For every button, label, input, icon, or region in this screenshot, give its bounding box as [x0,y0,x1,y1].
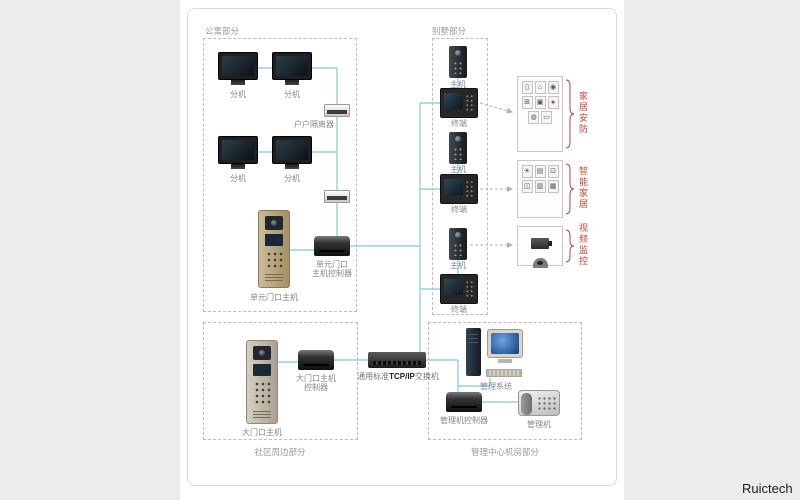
unit-door-station [258,210,290,288]
gas-detector-icon: ▣ [534,96,546,109]
door-station-keypad [265,250,283,270]
indoor-monitor-3 [218,136,258,169]
unit-door-controller [314,236,350,256]
window-sensor-icon: ▭ [541,111,552,124]
indoor-monitor-2-label: 分机 [284,90,300,99]
curtain-control-icon: ▥ [534,180,546,193]
indoor-monitor-3-label: 分机 [230,174,246,183]
red-braces [565,79,575,263]
management-section-label: 管理中心机房部分 [470,447,539,457]
video-surveillance-label: 视频监控 [578,223,588,267]
speaker-grille-icon [265,274,283,281]
wall-switch-icon: ▤ [534,165,546,178]
door-station-screen [253,364,271,376]
diagram-frame [187,8,617,486]
villa-terminal-2-label: 终端 [451,205,467,214]
indoor-monitor-2 [272,52,312,85]
pir-detector-icon: ◉ [547,81,559,94]
power-socket-icon: ⊡ [547,165,559,178]
community-section-label: 社区周边部分 [254,447,306,457]
smart-home-box: ☀ ▤ ⊡ ◫ ▥ ▦ [517,160,563,218]
unit-door-controller-label-2: 主机控制器 [312,269,352,278]
villa-host-2-label: 主机 [450,165,466,174]
villa-terminal-3 [440,274,478,304]
indoor-monitor-1-label: 分机 [230,90,246,99]
villa-section-label: 别墅部分 [432,26,467,36]
floor-isolator-1 [324,104,350,117]
villa-terminal-2 [440,174,478,204]
tcpip-switch [368,352,426,368]
management-computer-label: 管理系统 [480,382,512,391]
management-computer [466,326,526,378]
management-phone [518,390,560,416]
gate-door-controller-label-2: 控制器 [304,383,328,392]
gate-door-station [246,340,278,424]
camera-lens-icon [253,346,271,360]
accessory-arrows [470,102,513,248]
management-section-box [428,322,582,440]
unit-door-controller-label-1: 单元门口 [316,260,348,269]
management-phone-label: 管理机 [527,420,551,429]
home-security-box: ▯ ⌂ ◉ ⊞ ▣ ● ◍ ▭ [517,76,563,152]
switch-label-suffix: 交换机 [414,372,439,381]
dome-camera-icon [532,258,548,268]
apartment-section-label: 公寓部分 [205,26,240,36]
villa-host-3 [449,228,467,260]
gate-door-station-label: 大门口主机 [242,428,282,437]
door-station-keypad [253,380,271,406]
scene-panel-icon: ▦ [547,180,559,193]
villa-terminal-1 [440,88,478,118]
gate-door-controller [298,350,334,370]
villa-terminal-3-label: 终端 [451,305,467,314]
keypad-icon: ⊞ [521,96,533,109]
alarm-host-icon: ⌂ [534,81,546,94]
video-surveillance-box [517,226,563,268]
indoor-monitor-4 [272,136,312,169]
villa-host-1-label: 主机 [450,80,466,89]
emergency-button-icon: ● [547,96,559,109]
brand-watermark: Ruictech [742,481,793,496]
indoor-monitor-4-label: 分机 [284,174,300,183]
community-section-box [203,322,358,440]
villa-host-1 [449,46,467,78]
phone-handset-icon [521,393,532,415]
apartment-section-box [203,38,357,312]
management-controller-label: 管理机控制器 [440,416,488,425]
isolator-label: 户户隔离器 [294,120,334,129]
speaker-grille-icon [253,411,271,418]
door-station-screen [265,234,283,246]
gate-door-controller-label-1: 大门口主机 [296,374,336,383]
camera-lens-icon [265,216,283,230]
door-magnet-icon: ▯ [521,81,533,94]
indoor-monitor-1 [218,52,258,85]
dimmer-panel-icon: ◫ [521,180,533,193]
computer-keyboard [486,369,522,377]
villa-host-2 [449,132,467,164]
villa-section-box [432,38,488,315]
phone-keypad-icon [537,396,557,411]
smart-home-label: 智能家居 [578,166,588,210]
tcpip-switch-label: 通用标准TCP/IP交换机 [350,371,446,382]
computer-tower [466,328,481,376]
smoke-detector-icon: ◍ [528,111,539,124]
villa-host-3-label: 主机 [450,261,466,270]
management-controller [446,392,482,412]
switch-label-prefix: 通用标准 [357,372,390,381]
floor-isolator-2 [324,190,350,203]
villa-terminal-1-label: 终端 [451,119,467,128]
light-bulb-icon: ☀ [521,165,533,178]
switch-label-tcpip: TCP/IP [389,372,415,381]
computer-monitor [487,329,523,363]
unit-door-station-label: 单元门口主机 [250,293,298,302]
bullet-camera-icon [531,238,552,249]
home-security-label: 家居安防 [578,91,588,135]
